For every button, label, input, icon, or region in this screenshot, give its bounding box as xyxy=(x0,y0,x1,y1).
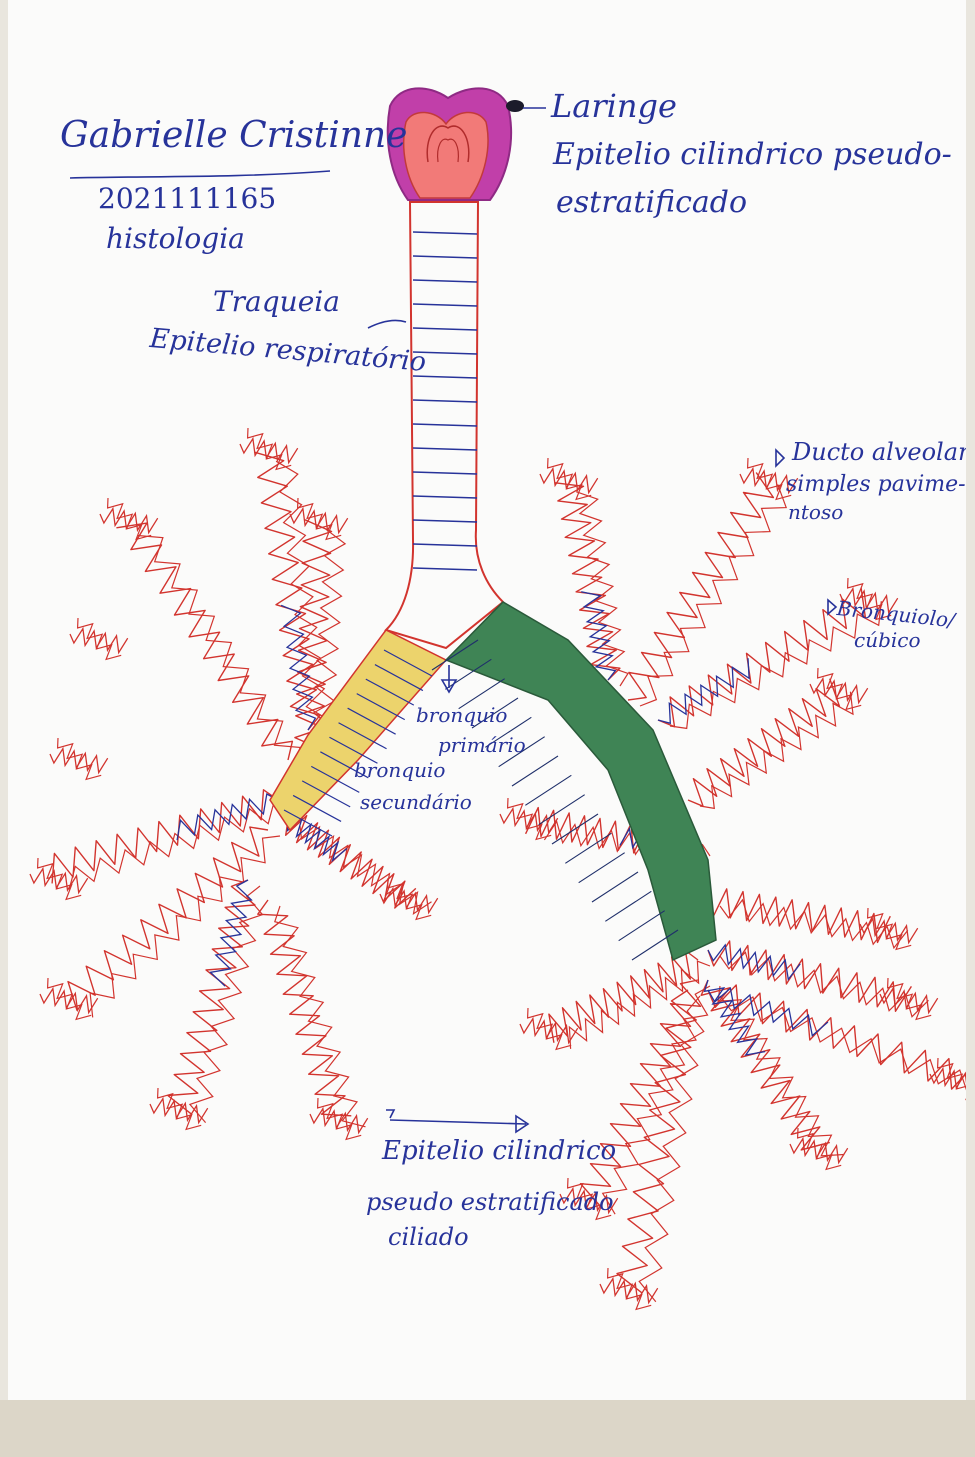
bronchiole-branch xyxy=(116,523,292,760)
alveolar-tuft xyxy=(310,1109,368,1133)
laringe-title: Laringe xyxy=(551,90,677,122)
right-bronchus-ring xyxy=(539,795,585,825)
bronchiole-branch xyxy=(258,900,352,1116)
bronchiole-branch-outline xyxy=(276,461,328,736)
primario-line2: primário xyxy=(438,735,526,755)
ducto-pointer xyxy=(776,450,784,466)
bronchiole-branch xyxy=(254,452,320,730)
bottom-epitelio-line3: ciliado xyxy=(388,1225,469,1249)
bottom-epitelio-line2: pseudo estratificado xyxy=(366,1190,614,1214)
primary-pointer xyxy=(442,665,456,692)
student-name: Gabrielle Cristinne xyxy=(60,118,407,154)
bronchiole-branch xyxy=(628,473,773,701)
bottom-epitelio-line1: Epitelio cilindrico xyxy=(382,1138,616,1164)
bronchiole-branch-outline xyxy=(639,996,704,1302)
right-bronchus-ring xyxy=(565,833,611,863)
bronchiole-branch-outline xyxy=(720,900,908,948)
paper-sheet: Gabrielle Cristinne 2021111165 histologi… xyxy=(8,0,966,1400)
bronchiole-branch xyxy=(617,990,696,1293)
bronchiole-ring-segment xyxy=(705,980,766,1055)
larynx-inner xyxy=(404,112,488,198)
alveolar-tuft xyxy=(150,1099,208,1123)
table-surface xyxy=(0,1400,975,1457)
bronchiole-branch xyxy=(52,790,278,884)
bronchiole-branch xyxy=(708,889,890,943)
right-bronchus-ring xyxy=(592,872,638,902)
bronchiole-branch-outline xyxy=(90,836,280,1017)
secundario-line2: secundário xyxy=(360,792,472,812)
traqueia-pointer xyxy=(368,320,406,328)
alveolar-tuft xyxy=(30,869,88,893)
bronquiolo-line2: cúbico xyxy=(854,630,921,650)
bronchiole-branch-outline xyxy=(700,692,853,809)
right-bronchus-ring xyxy=(619,911,665,941)
bronchiole-ring-segment xyxy=(708,945,800,979)
alveolar-tuft xyxy=(290,509,348,533)
bronchiole-branch-outline xyxy=(275,906,366,1127)
bronchiole-branch-outline xyxy=(138,536,300,767)
alveolar-tuft xyxy=(100,509,158,533)
right-bronchus-ring xyxy=(605,891,651,921)
primario-line1: bronquio xyxy=(416,705,507,725)
alveolar-tuft xyxy=(70,629,128,653)
right-primary-bronchus xyxy=(446,602,716,960)
laringe-epitelio-line2: estratificado xyxy=(556,188,747,218)
bottom-arrow xyxy=(386,1110,528,1132)
bronchiole-branch xyxy=(581,980,701,1206)
ducto-line2: simples pavime- xyxy=(786,474,966,496)
subject-label: histologia xyxy=(106,225,245,253)
bronchiole-branches xyxy=(30,428,966,1309)
student-id: 2021111165 xyxy=(98,185,276,213)
bronchiole-branch-outline xyxy=(69,801,290,890)
bronchiole-branch-outline xyxy=(718,986,844,1156)
bronquiolo-pointer xyxy=(828,600,836,614)
right-bronchus-ring xyxy=(525,775,571,805)
alveolar-tuft xyxy=(790,1139,848,1163)
bronchiole-branch xyxy=(688,679,840,807)
bronchiole-branch-outline xyxy=(720,952,929,1016)
ducto-line3: ntoso xyxy=(788,502,843,522)
secundario-line1: bronquio xyxy=(354,760,445,780)
bronchiole-ring-segment xyxy=(211,880,252,986)
traqueia-title: Traqueia xyxy=(213,288,340,316)
bronchiole-branch-outline xyxy=(190,886,263,1123)
alveolar-tuft xyxy=(240,439,298,463)
laringe-epitelio-line1: Epitelio cilindrico pseudo- xyxy=(553,140,952,170)
alveolar-tuft xyxy=(50,749,108,773)
ink-dot xyxy=(506,100,524,112)
right-bronchus-ring xyxy=(512,756,558,786)
ducto-line1: Ducto alveolar xyxy=(792,440,966,464)
alveolar-tuft xyxy=(540,469,598,493)
right-bronchus-ring xyxy=(579,853,625,883)
bronchiole-branch-outline xyxy=(640,484,786,706)
